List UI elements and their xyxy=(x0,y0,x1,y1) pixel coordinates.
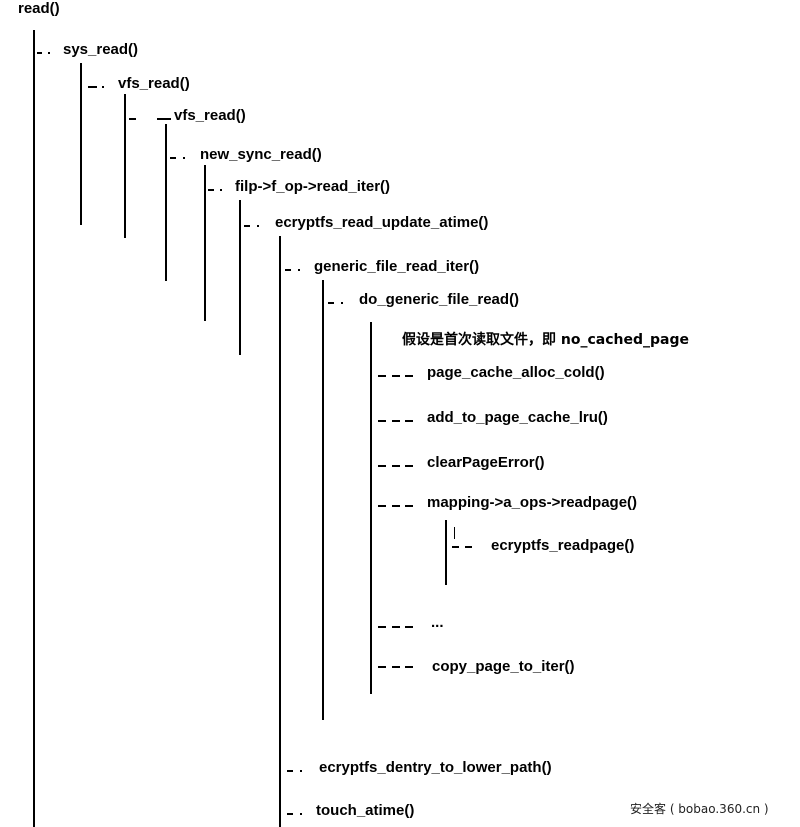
node-page-cache-alloc-cold: page_cache_alloc_cold() xyxy=(427,364,605,381)
node-touch-atime: touch_atime() xyxy=(316,802,415,819)
watermark-text: 安全客 ( bobao.360.cn ) xyxy=(630,802,769,816)
connector-vfs-read-2 xyxy=(129,118,136,120)
connector-do-generic-file-read-dot xyxy=(341,302,343,304)
connector-ellipsis-3 xyxy=(405,626,413,628)
connector-ecryptfs-dentry-to-lower-path-dot xyxy=(300,770,302,772)
connector-clear-page-error-2 xyxy=(392,465,400,467)
connector-do-generic-file-read xyxy=(328,302,334,304)
tree-line-ecryptfs-read-update-atime xyxy=(279,236,281,827)
connector-ecryptfs-read-update-atime-dot xyxy=(257,225,259,227)
node-vfs-read-1: vfs_read() xyxy=(118,75,190,92)
connector-readpage-1 xyxy=(378,505,386,507)
connector-touch-atime-dot xyxy=(300,813,302,815)
connector-vfs-read-2-b xyxy=(157,118,171,120)
tree-line-vfs-read-2 xyxy=(165,124,167,281)
connector-generic-file-read-iter xyxy=(285,269,291,271)
node-read-iter: filp->f_op->read_iter() xyxy=(235,178,391,195)
connector-add-to-page-cache-lru-1 xyxy=(378,420,386,422)
connector-touch-atime xyxy=(287,813,293,815)
tree-line-do-generic-file-read xyxy=(370,322,372,694)
connector-clear-page-error-3 xyxy=(405,465,413,467)
node-read: read() xyxy=(18,0,60,17)
connector-clear-page-error-1 xyxy=(378,465,386,467)
connector-ecryptfs-read-update-atime xyxy=(244,225,250,227)
node-add-to-page-cache-lru: add_to_page_cache_lru() xyxy=(427,409,608,426)
connector-page-cache-alloc-cold-1 xyxy=(378,375,386,377)
node-do-generic-file-read: do_generic_file_read() xyxy=(359,291,520,308)
tree-line-new-sync-read xyxy=(204,165,206,321)
node-readpage: mapping->a_ops->readpage() xyxy=(427,494,638,511)
connector-ellipsis-2 xyxy=(392,626,400,628)
connector-copy-page-to-iter-3 xyxy=(405,666,413,668)
connector-copy-page-to-iter-1 xyxy=(378,666,386,668)
connector-new-sync-read xyxy=(170,157,176,159)
connector-ecryptfs-dentry-to-lower-path xyxy=(287,770,293,772)
connector-add-to-page-cache-lru-3 xyxy=(405,420,413,422)
node-ellipsis: ... xyxy=(431,614,444,631)
tree-line-generic-file-read-iter xyxy=(322,280,324,720)
connector-copy-page-to-iter-2 xyxy=(392,666,400,668)
connector-read-iter xyxy=(208,189,214,191)
tree-line-sys-read xyxy=(80,63,82,225)
node-vfs-read-2: vfs_read() xyxy=(174,107,246,124)
node-generic-file-read-iter: generic_file_read_iter() xyxy=(314,258,480,275)
tree-line-read xyxy=(33,30,35,827)
connector-vfs-read-1-dot xyxy=(102,86,104,88)
connector-page-cache-alloc-cold-3 xyxy=(405,375,413,377)
node-ecryptfs-read-update-atime: ecryptfs_read_update_atime() xyxy=(275,214,489,231)
connector-read-iter-dot xyxy=(220,189,222,191)
connector-ecryptfs-readpage-2 xyxy=(465,546,472,548)
note-first-read: 假设是首次读取文件，即 no_cached_page xyxy=(402,332,689,348)
connector-readpage-3 xyxy=(405,505,413,507)
connector-sys-read-dot xyxy=(48,52,50,54)
connector-add-to-page-cache-lru-2 xyxy=(392,420,400,422)
connector-vfs-read-1 xyxy=(88,86,97,88)
node-clear-page-error: clearPageError() xyxy=(427,454,545,471)
connector-sys-read xyxy=(37,52,42,54)
node-sys-read: sys_read() xyxy=(63,41,139,58)
node-copy-page-to-iter: copy_page_to_iter() xyxy=(432,658,575,675)
node-ecryptfs-readpage: ecryptfs_readpage() xyxy=(491,537,635,554)
connector-ecryptfs-readpage-1 xyxy=(452,546,459,548)
connector-ellipsis-1 xyxy=(378,626,386,628)
connector-readpage-2 xyxy=(392,505,400,507)
connector-new-sync-read-dot xyxy=(183,157,185,159)
connector-generic-file-read-iter-dot xyxy=(298,269,300,271)
connector-page-cache-alloc-cold-2 xyxy=(392,375,400,377)
node-new-sync-read: new_sync_read() xyxy=(200,146,322,163)
tree-line-read-iter xyxy=(239,200,241,355)
node-ecryptfs-dentry-to-lower-path: ecryptfs_dentry_to_lower_path() xyxy=(319,759,552,776)
tree-line-readpage-tick xyxy=(454,527,455,539)
tree-line-readpage xyxy=(445,520,447,585)
tree-line-vfs-read-1 xyxy=(124,94,126,238)
